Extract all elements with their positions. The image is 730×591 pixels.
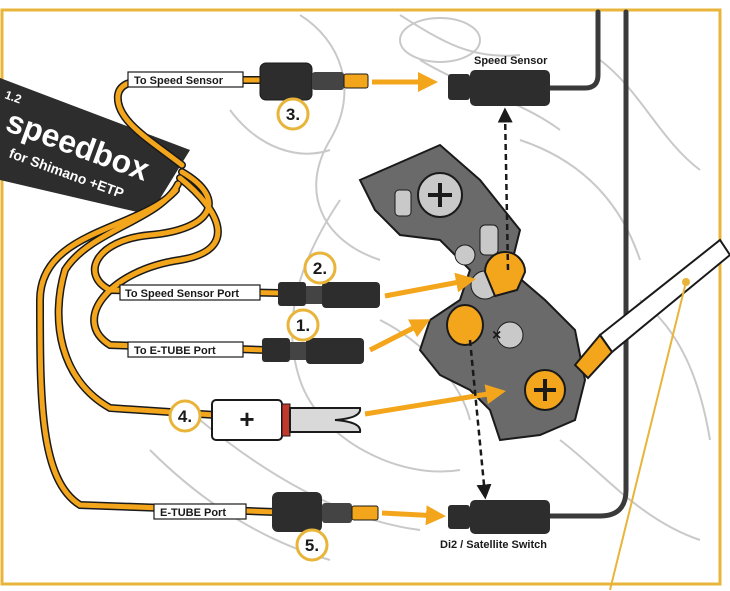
- screw-icon: [524, 369, 566, 411]
- speed-sensor-cable: [545, 9, 601, 91]
- di2-cable: [545, 9, 629, 519]
- dashed-arrows: [468, 107, 513, 500]
- svg-text:5.: 5.: [305, 536, 319, 555]
- svg-text:4.: 4.: [178, 407, 192, 426]
- connector-5-etube-port: [272, 492, 379, 532]
- screw-icon: [417, 172, 463, 218]
- plus-icon: +: [239, 404, 254, 434]
- svg-text:3.: 3.: [286, 105, 300, 124]
- step-badge-1: 1.: [286, 308, 320, 342]
- di2-switch-plug: [448, 500, 550, 534]
- svg-text:To Speed Sensor: To Speed Sensor: [134, 75, 224, 87]
- mounting-bracket: [358, 143, 587, 442]
- svg-text:1.: 1.: [296, 316, 310, 335]
- svg-text:To Speed Sensor Port: To Speed Sensor Port: [125, 288, 239, 300]
- orange-arrows: [364, 72, 506, 526]
- brand-version: 1.2: [3, 88, 24, 107]
- svg-text:2.: 2.: [313, 259, 327, 278]
- cable-label-to-etube-port: To E-TUBE Port: [127, 341, 244, 358]
- step-badge-4: 4.: [168, 399, 202, 433]
- speed-sensor-label: Speed Sensor: [474, 55, 548, 67]
- cross-mark: ×: [492, 327, 501, 344]
- di2-switch-label: Di2 / Satellite Switch: [440, 539, 547, 551]
- svg-text:E-TUBE Port: E-TUBE Port: [160, 507, 226, 519]
- connector-1-etube-port: [262, 338, 364, 364]
- ground-connector: [211, 399, 362, 441]
- step-badge-2: 2.: [303, 251, 337, 285]
- step-badge-5: 5.: [295, 528, 329, 562]
- speedbox-module: [0, 78, 190, 215]
- speed-sensor-plug: [448, 70, 550, 106]
- screwdriver-icon: [573, 238, 730, 591]
- step-badge-3: 3.: [276, 97, 310, 131]
- svg-text:To E-TUBE Port: To E-TUBE Port: [134, 345, 216, 357]
- frame-border: [0, 8, 722, 586]
- cable-label-etube-port: E-TUBE Port: [153, 503, 247, 520]
- cable-label-to-speed-sensor: To Speed Sensor: [127, 71, 244, 88]
- connector-3-to-speed-sensor: [259, 62, 369, 101]
- cable-label-to-speed-sensor-port: To Speed Sensor Port: [119, 284, 261, 301]
- connector-2-speed-sensor-port: [278, 282, 380, 308]
